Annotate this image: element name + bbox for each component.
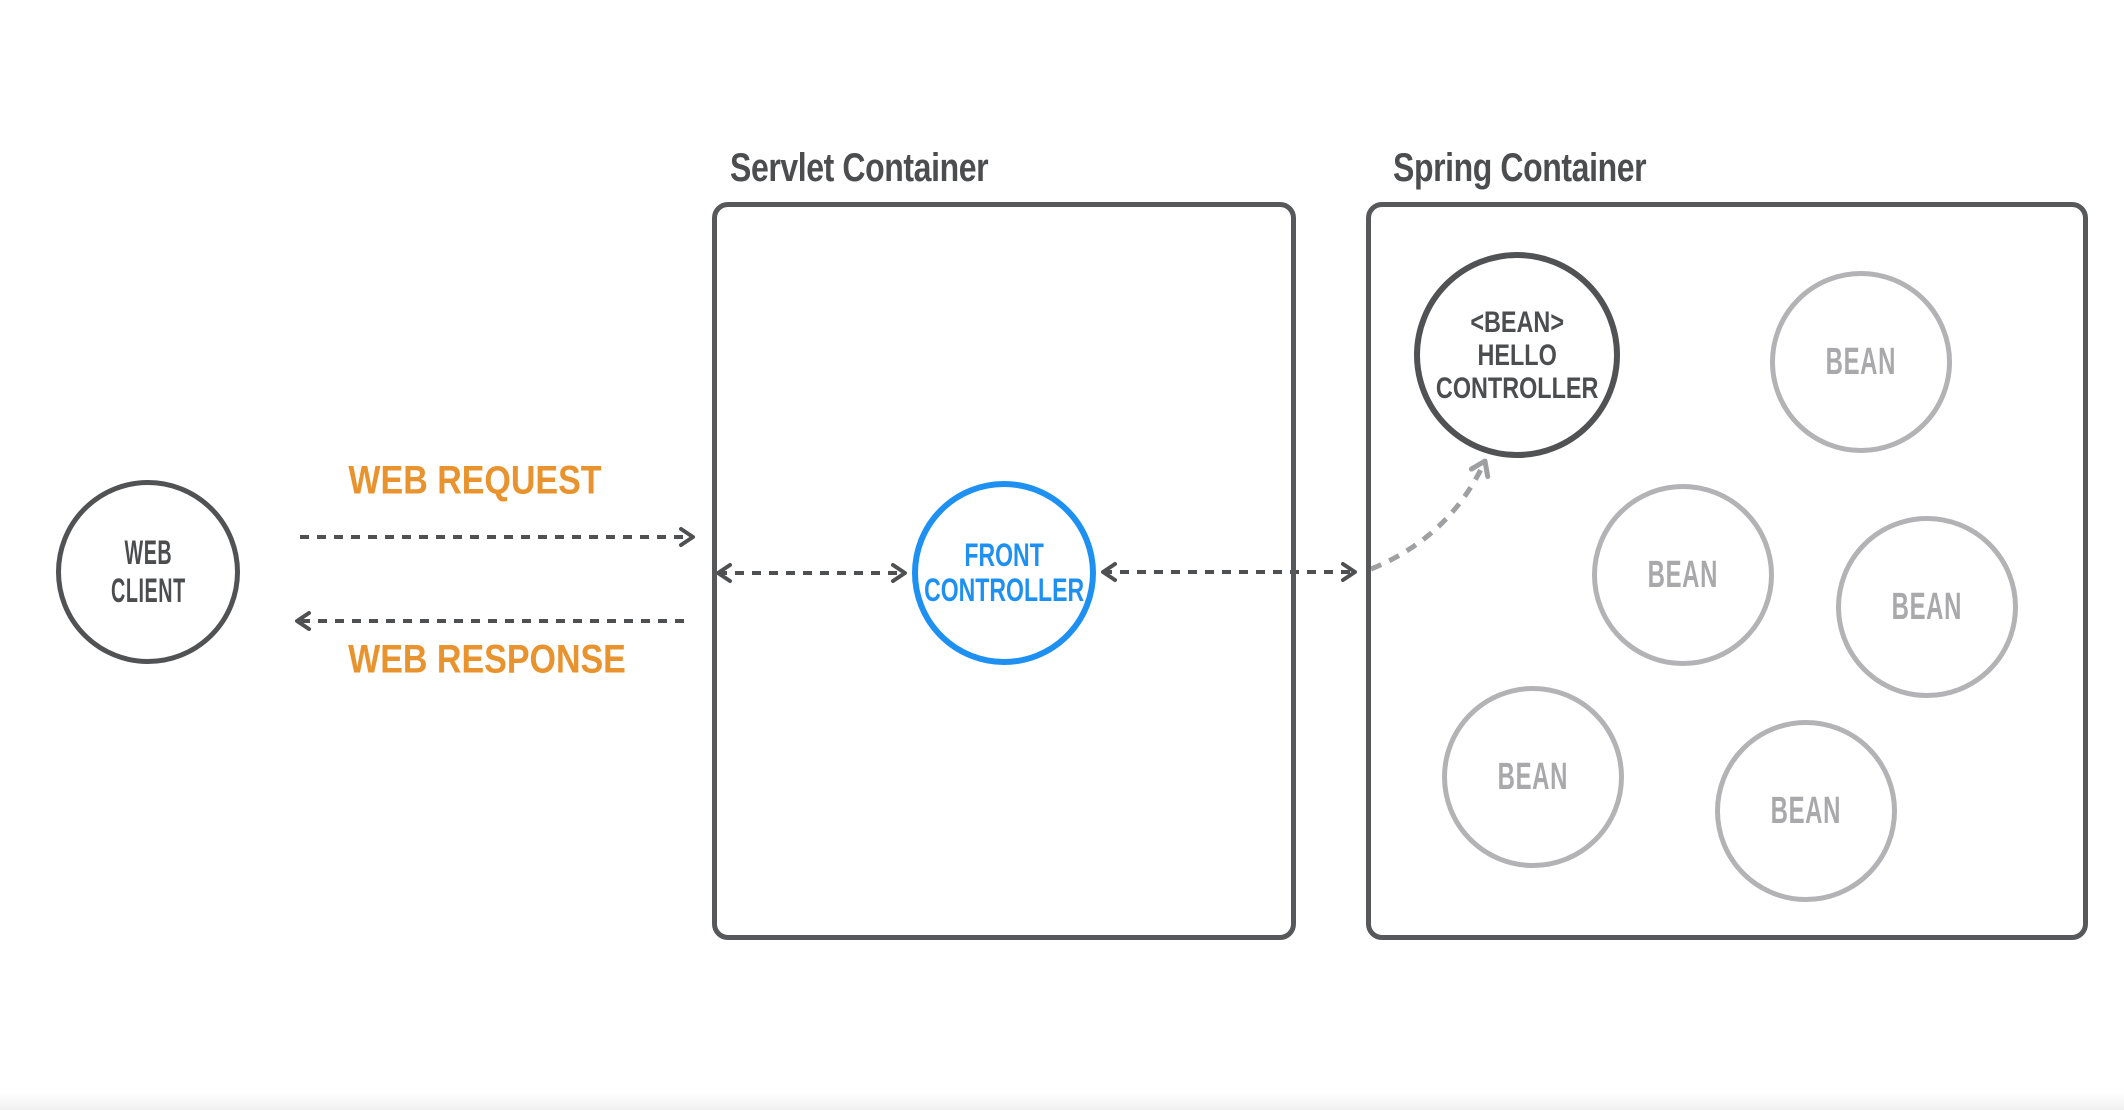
bean-label: BEAN — [1891, 585, 1963, 628]
bean-circle: BEAN — [1836, 516, 2018, 698]
front-controller-circle: FRONT CONTROLLER — [912, 481, 1096, 665]
bean-circle: BEAN — [1442, 686, 1624, 868]
hello-controller-bean-circle: <BEAN> HELLO CONTROLLER — [1414, 252, 1620, 458]
spring-container-title: Spring Container — [1393, 146, 1647, 190]
web-request-label: WEB REQUEST — [348, 458, 602, 503]
bean-label: BEAN — [1770, 789, 1842, 832]
bean-label: BEAN — [1497, 755, 1569, 798]
web-client-label: WEB CLIENT — [110, 534, 186, 610]
front-controller-label: FRONT CONTROLLER — [924, 537, 1085, 608]
bottom-edge-strip — [0, 1093, 2124, 1110]
bean-label: BEAN — [1825, 340, 1897, 383]
web-response-label: WEB RESPONSE — [348, 637, 626, 682]
bean-label: BEAN — [1647, 553, 1719, 596]
web-client-circle: WEB CLIENT — [56, 480, 240, 664]
bean-circle: BEAN — [1715, 720, 1897, 902]
bean-lookup-curved-arrow — [1370, 458, 1491, 572]
bean-circle: BEAN — [1592, 484, 1774, 666]
bean-circle: BEAN — [1770, 271, 1952, 453]
servlet-container-box — [712, 202, 1296, 940]
servlet-container-title: Servlet Container — [730, 146, 989, 190]
hello-controller-bean-label: <BEAN> HELLO CONTROLLER — [1435, 305, 1599, 405]
spring-container-box — [1366, 202, 2088, 940]
